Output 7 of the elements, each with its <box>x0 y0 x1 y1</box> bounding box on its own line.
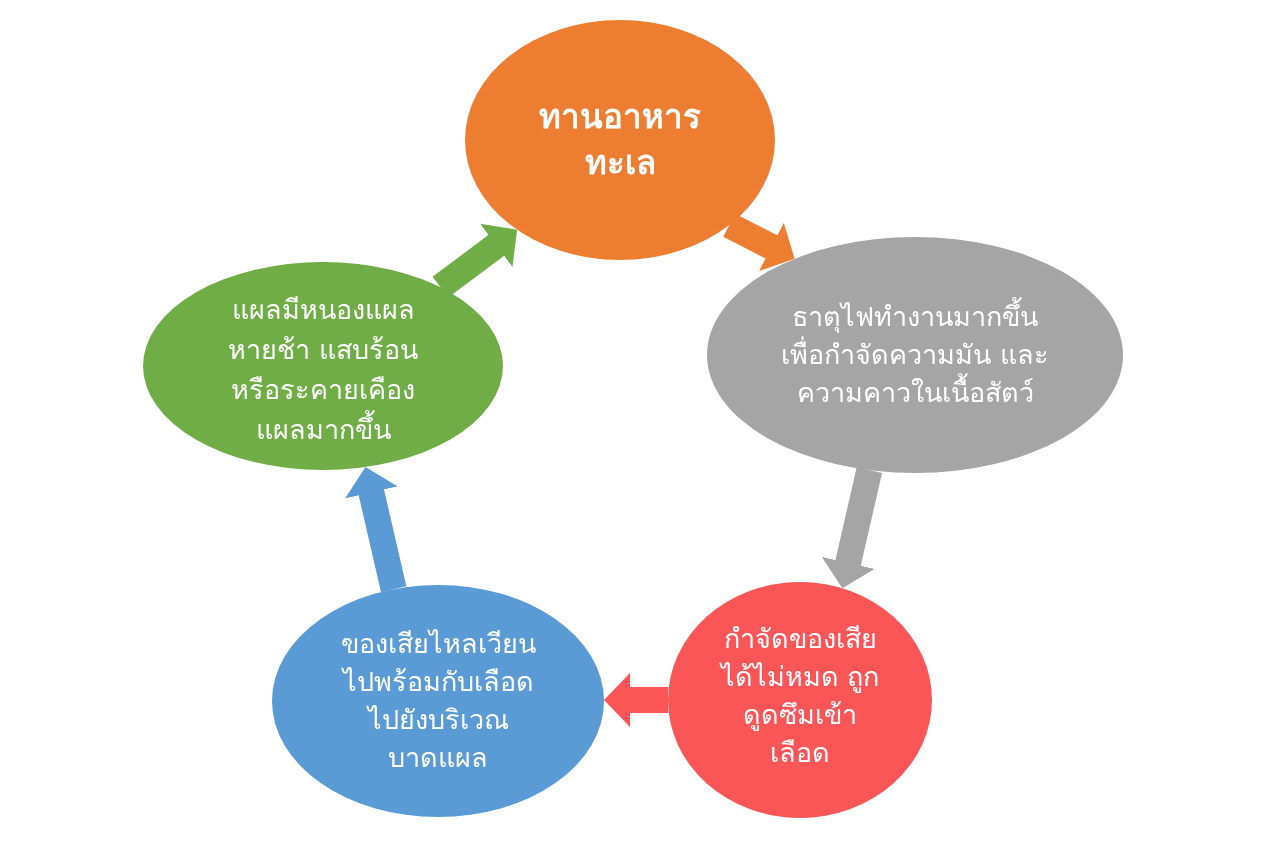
step-text: ธาตุไฟทำงานมากขึ้นเพื่อกำจัดความมัน และ ความคาวในเนื้อสัตว์ <box>777 298 1053 412</box>
step-text: ทานอาหารทะเล <box>538 96 702 184</box>
arrow <box>604 673 668 727</box>
step-text: ของเสียไหลเวียนไปพร้อมกับเลือด ไปยังบริเวณบาดแผล <box>339 627 537 775</box>
step-text: แผลมีหนองแผลหายช้า แสบร้อน หรือระคายเคืองแผลมากขึ้น <box>227 293 419 447</box>
step-text: กำจัดของเสียได้ไม่หมด ถูกดูดซึมเข้าเลือด <box>718 622 881 770</box>
arrow <box>345 464 407 593</box>
